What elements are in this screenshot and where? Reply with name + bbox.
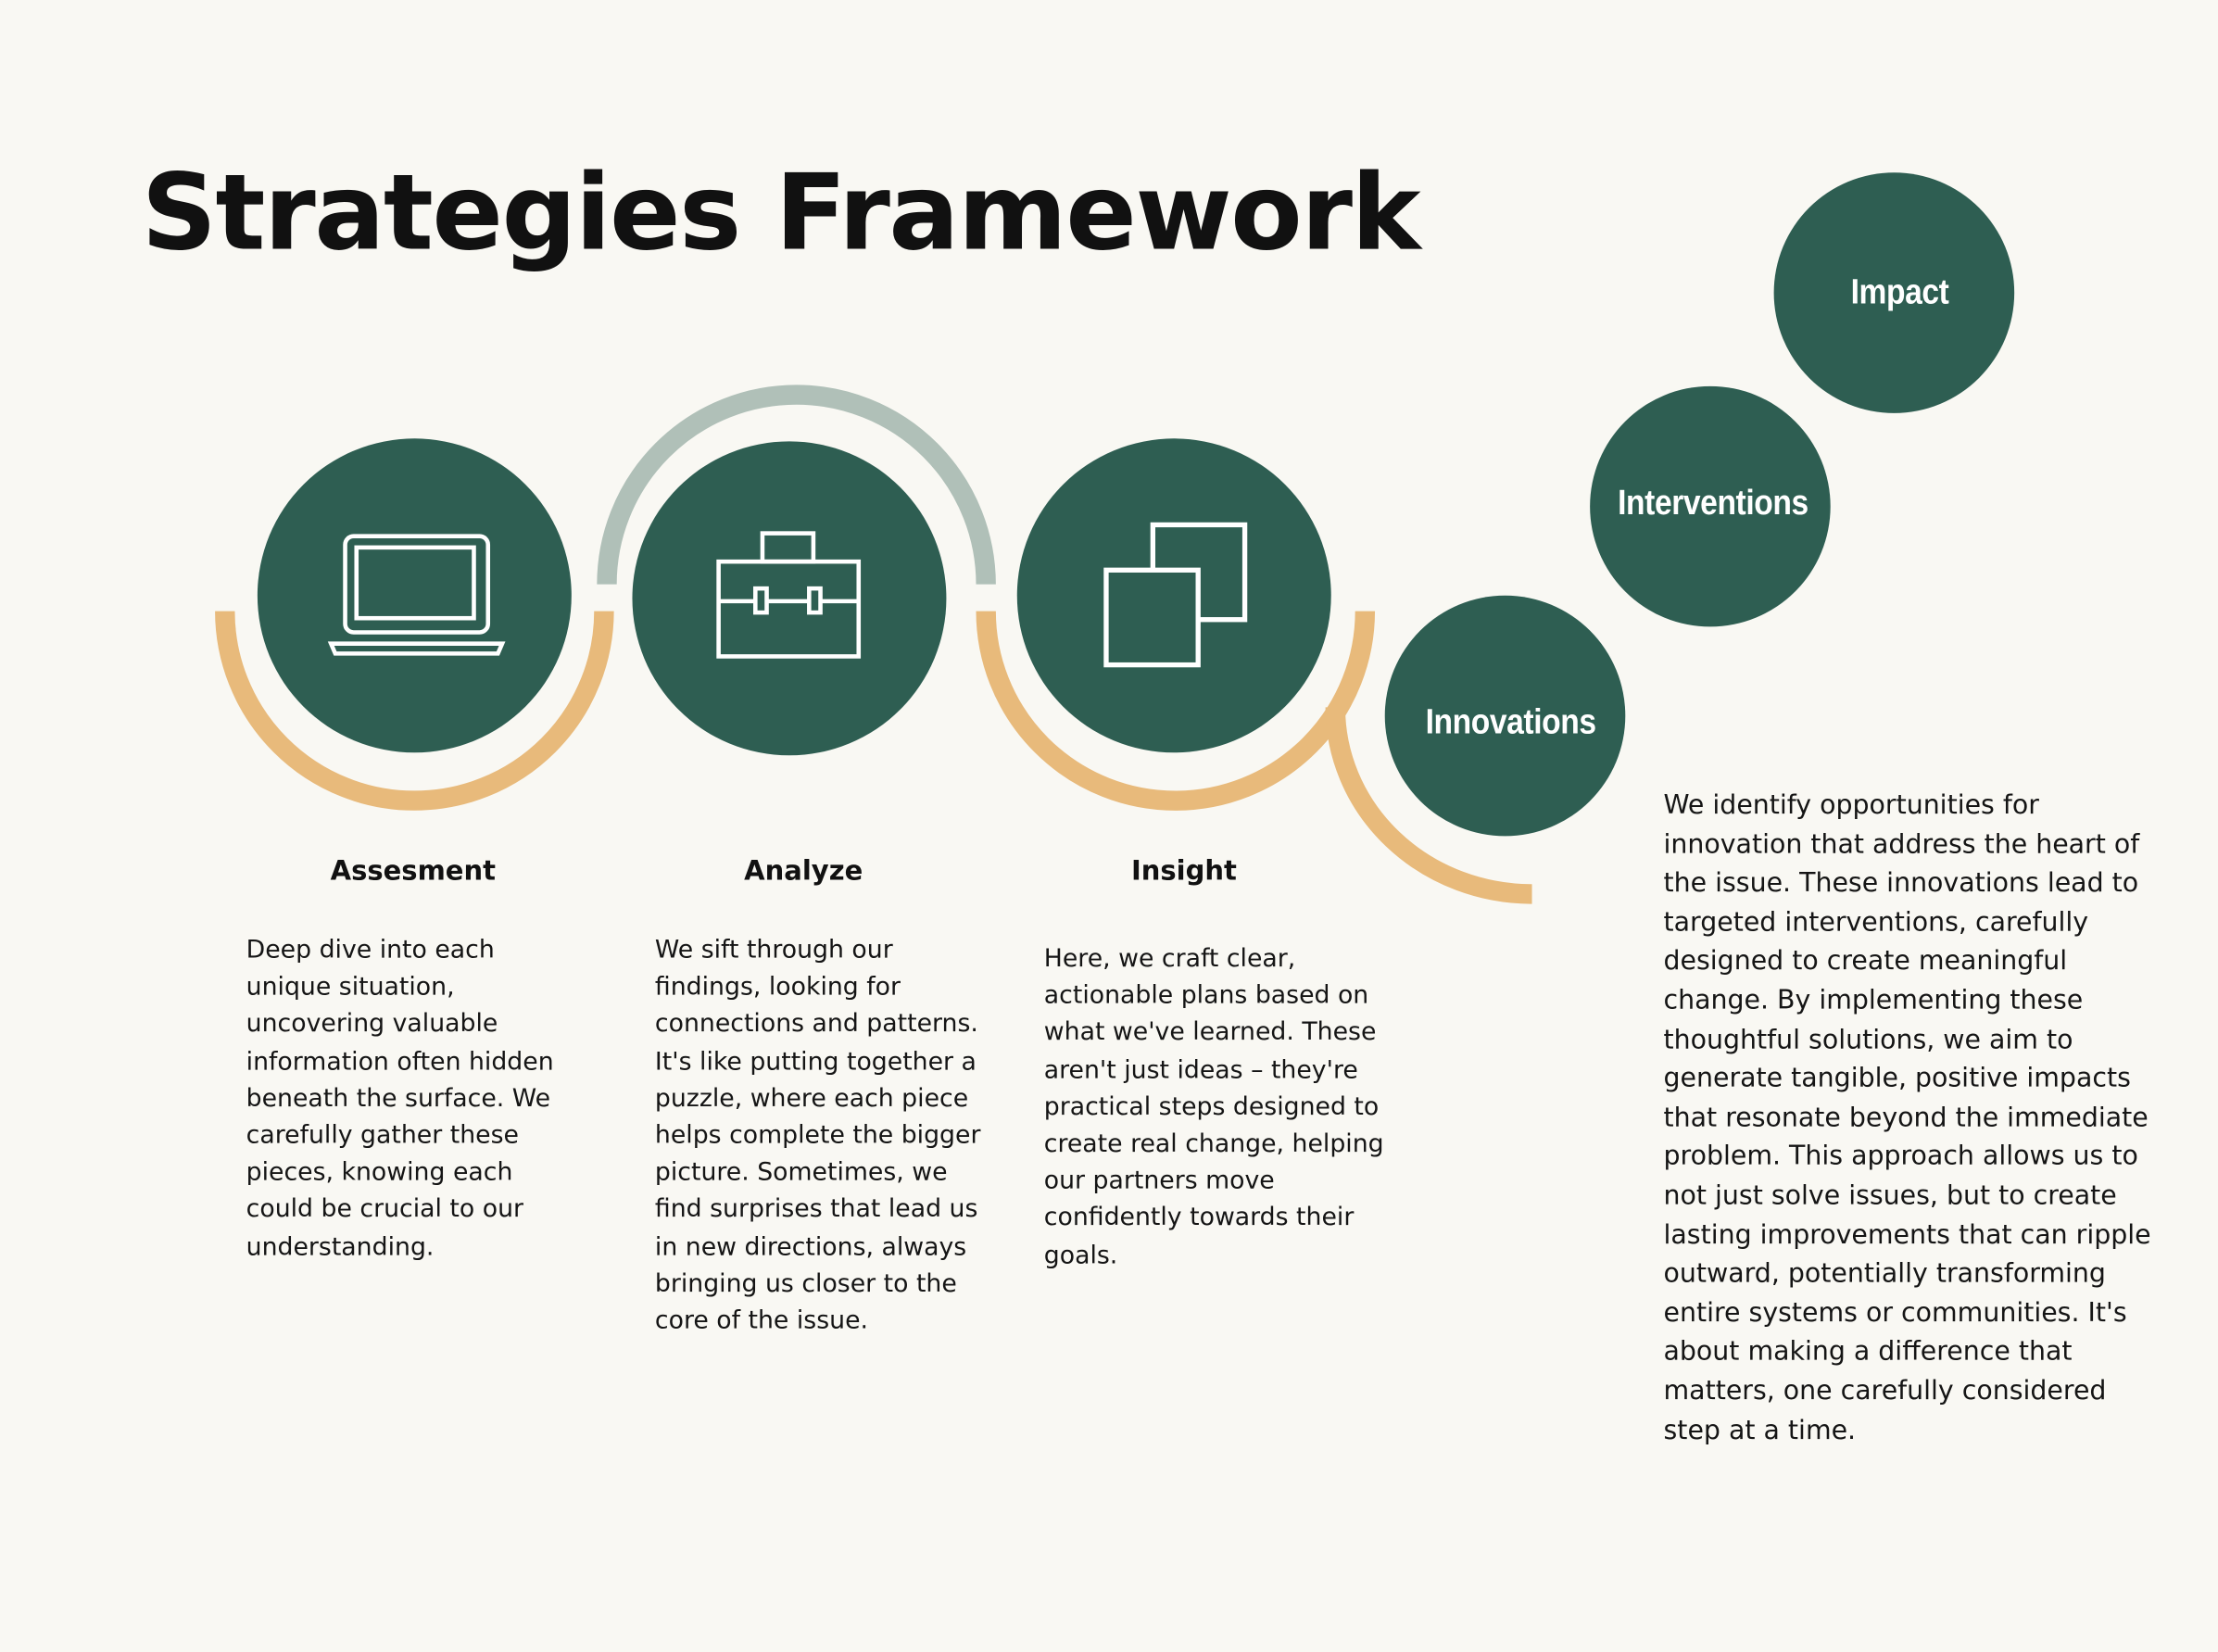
impact-label: Impact	[1850, 271, 1949, 312]
step-label-insight: Insight	[1130, 855, 1237, 888]
gold-arc-insight	[976, 611, 1376, 811]
gold-arc-innovations	[1325, 707, 1532, 904]
assessment-description: Deep dive into each unique situation, un…	[246, 936, 554, 1262]
assessment-circle	[257, 438, 572, 753]
insight-description: Here, we craft clear, actionable plans b…	[1043, 944, 1384, 1270]
step-label-analyze: Analyze	[744, 855, 863, 888]
overlapping-squares-icon	[1103, 522, 1248, 668]
impact-circle	[1773, 172, 2015, 413]
page-title: Strategies Framework	[141, 152, 1421, 275]
outcomes-description: We identify opportunities for innovation…	[1663, 790, 2151, 1445]
briefcase-icon	[716, 531, 862, 659]
interventions-circle	[1590, 385, 1831, 627]
analyze-description: We sift through our findings, looking fo…	[654, 936, 981, 1336]
interventions-label: Interventions	[1618, 483, 1808, 523]
analyze-circle	[632, 441, 947, 756]
gray-arc-analyze	[597, 385, 996, 585]
laptop-icon	[327, 534, 506, 656]
innovations-label: Innovations	[1425, 702, 1596, 742]
step-label-assessment: Assesment	[330, 855, 497, 888]
gold-arc-assessment	[215, 611, 614, 811]
innovations-circle	[1384, 595, 1626, 837]
